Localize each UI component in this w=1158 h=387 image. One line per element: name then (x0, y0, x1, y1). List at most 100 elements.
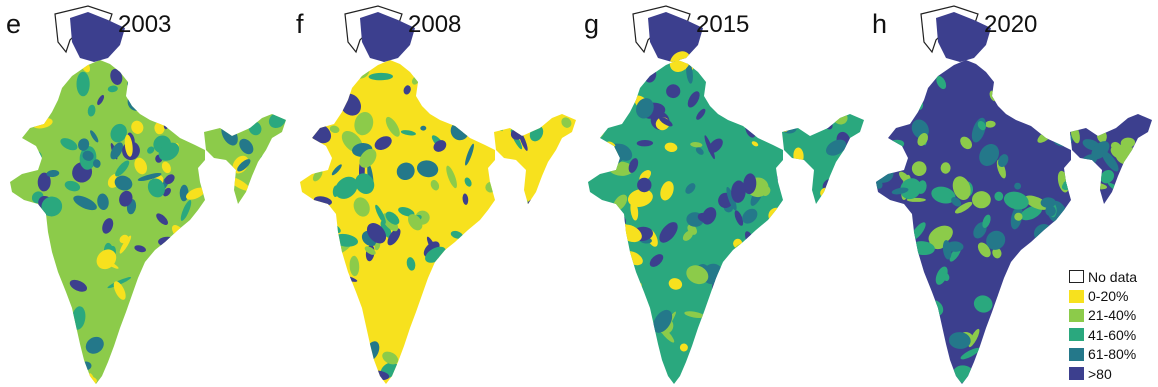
district-patch (35, 265, 50, 278)
district-patch (64, 180, 81, 192)
district-patch (107, 277, 132, 289)
district-patch (212, 236, 226, 252)
district-patch (142, 268, 158, 285)
district-patch (163, 187, 171, 197)
district-patch (800, 258, 815, 274)
district-patch (240, 362, 257, 383)
district-patch (998, 87, 1003, 106)
map-panel-g: g 2015 (578, 0, 868, 387)
district-patch (529, 325, 539, 341)
district-patch (1014, 212, 1023, 221)
district-patch (400, 130, 416, 136)
panel-year-e: 2003 (118, 11, 172, 38)
district-patch (719, 362, 738, 384)
district-patch (17, 372, 39, 384)
district-patch (387, 228, 401, 246)
district-patch (960, 347, 980, 360)
district-patch (246, 237, 253, 245)
district-patch (159, 65, 176, 80)
district-patch (679, 343, 688, 352)
district-patch (588, 366, 590, 384)
district-patch (1076, 191, 1083, 202)
district-patch (535, 339, 551, 356)
district-patch (518, 344, 538, 367)
district-patch (687, 224, 697, 235)
map-legend: No data 0-20% 21-40% 41-60% 61-80% >80 (1069, 267, 1157, 383)
district-patch (76, 71, 90, 97)
district-patch (149, 303, 161, 312)
district-patch (191, 364, 206, 382)
district-patch (766, 372, 779, 384)
district-patch (948, 332, 971, 349)
district-patch (351, 51, 367, 72)
district-patch (408, 214, 423, 231)
district-patch (359, 148, 377, 168)
district-patch (433, 313, 451, 319)
district-patch (87, 104, 96, 117)
legend-swatch (1069, 347, 1084, 361)
district-patch (314, 222, 323, 232)
district-patch (192, 333, 204, 349)
district-patch (10, 266, 25, 284)
district-patch (137, 173, 162, 181)
district-patch (479, 224, 500, 246)
district-patch (156, 93, 175, 103)
district-patch (902, 306, 907, 313)
district-patch (514, 228, 534, 248)
district-patch (1112, 200, 1126, 214)
district-patch (1068, 102, 1085, 114)
district-patch (984, 120, 996, 128)
district-patch (1091, 141, 1110, 160)
district-patch (1078, 213, 1095, 234)
district-patch (998, 154, 1009, 168)
district-patch (445, 341, 455, 350)
district-patch (649, 254, 664, 267)
district-patch (843, 96, 855, 114)
district-patch (278, 88, 286, 107)
region-base (936, 12, 991, 62)
district-patch (446, 165, 457, 189)
district-patch (418, 59, 433, 81)
district-patch (283, 232, 286, 251)
district-patch (1120, 137, 1136, 149)
district-patch (833, 190, 851, 198)
district-patch (147, 178, 165, 198)
district-patch (809, 339, 822, 362)
district-patch (300, 368, 315, 384)
district-patch (743, 173, 757, 195)
district-patch (1100, 170, 1115, 184)
district-patch (110, 375, 119, 384)
district-patch (977, 242, 991, 258)
district-patch (763, 304, 778, 322)
district-patch (465, 143, 474, 166)
district-patch (227, 102, 240, 111)
legend-item-0-20: 0-20% (1069, 286, 1157, 305)
district-patch (790, 366, 802, 382)
district-patch (14, 144, 29, 159)
legend-swatch (1069, 289, 1084, 303)
district-patch (459, 271, 480, 279)
district-patch (331, 164, 342, 176)
district-patch (1021, 286, 1033, 298)
district-patch (1106, 91, 1123, 109)
district-patch (60, 335, 68, 343)
panel-letter-g: g (584, 9, 600, 39)
district-patch (110, 123, 127, 143)
district-patch (479, 272, 496, 294)
district-patch (746, 353, 757, 364)
district-patch (884, 84, 893, 95)
district-patch (686, 265, 709, 285)
district-patch (213, 309, 233, 329)
district-patch (158, 142, 180, 161)
district-patch (249, 345, 259, 357)
district-patch (972, 191, 991, 209)
district-patch (696, 108, 706, 120)
district-patch (588, 112, 595, 129)
district-patch (90, 130, 99, 143)
district-patch (876, 306, 880, 324)
district-patch (36, 65, 43, 74)
legend-swatch (1069, 270, 1084, 284)
legend-label: 21-40% (1088, 307, 1137, 324)
district-patch (714, 60, 728, 78)
district-patch (468, 99, 481, 110)
